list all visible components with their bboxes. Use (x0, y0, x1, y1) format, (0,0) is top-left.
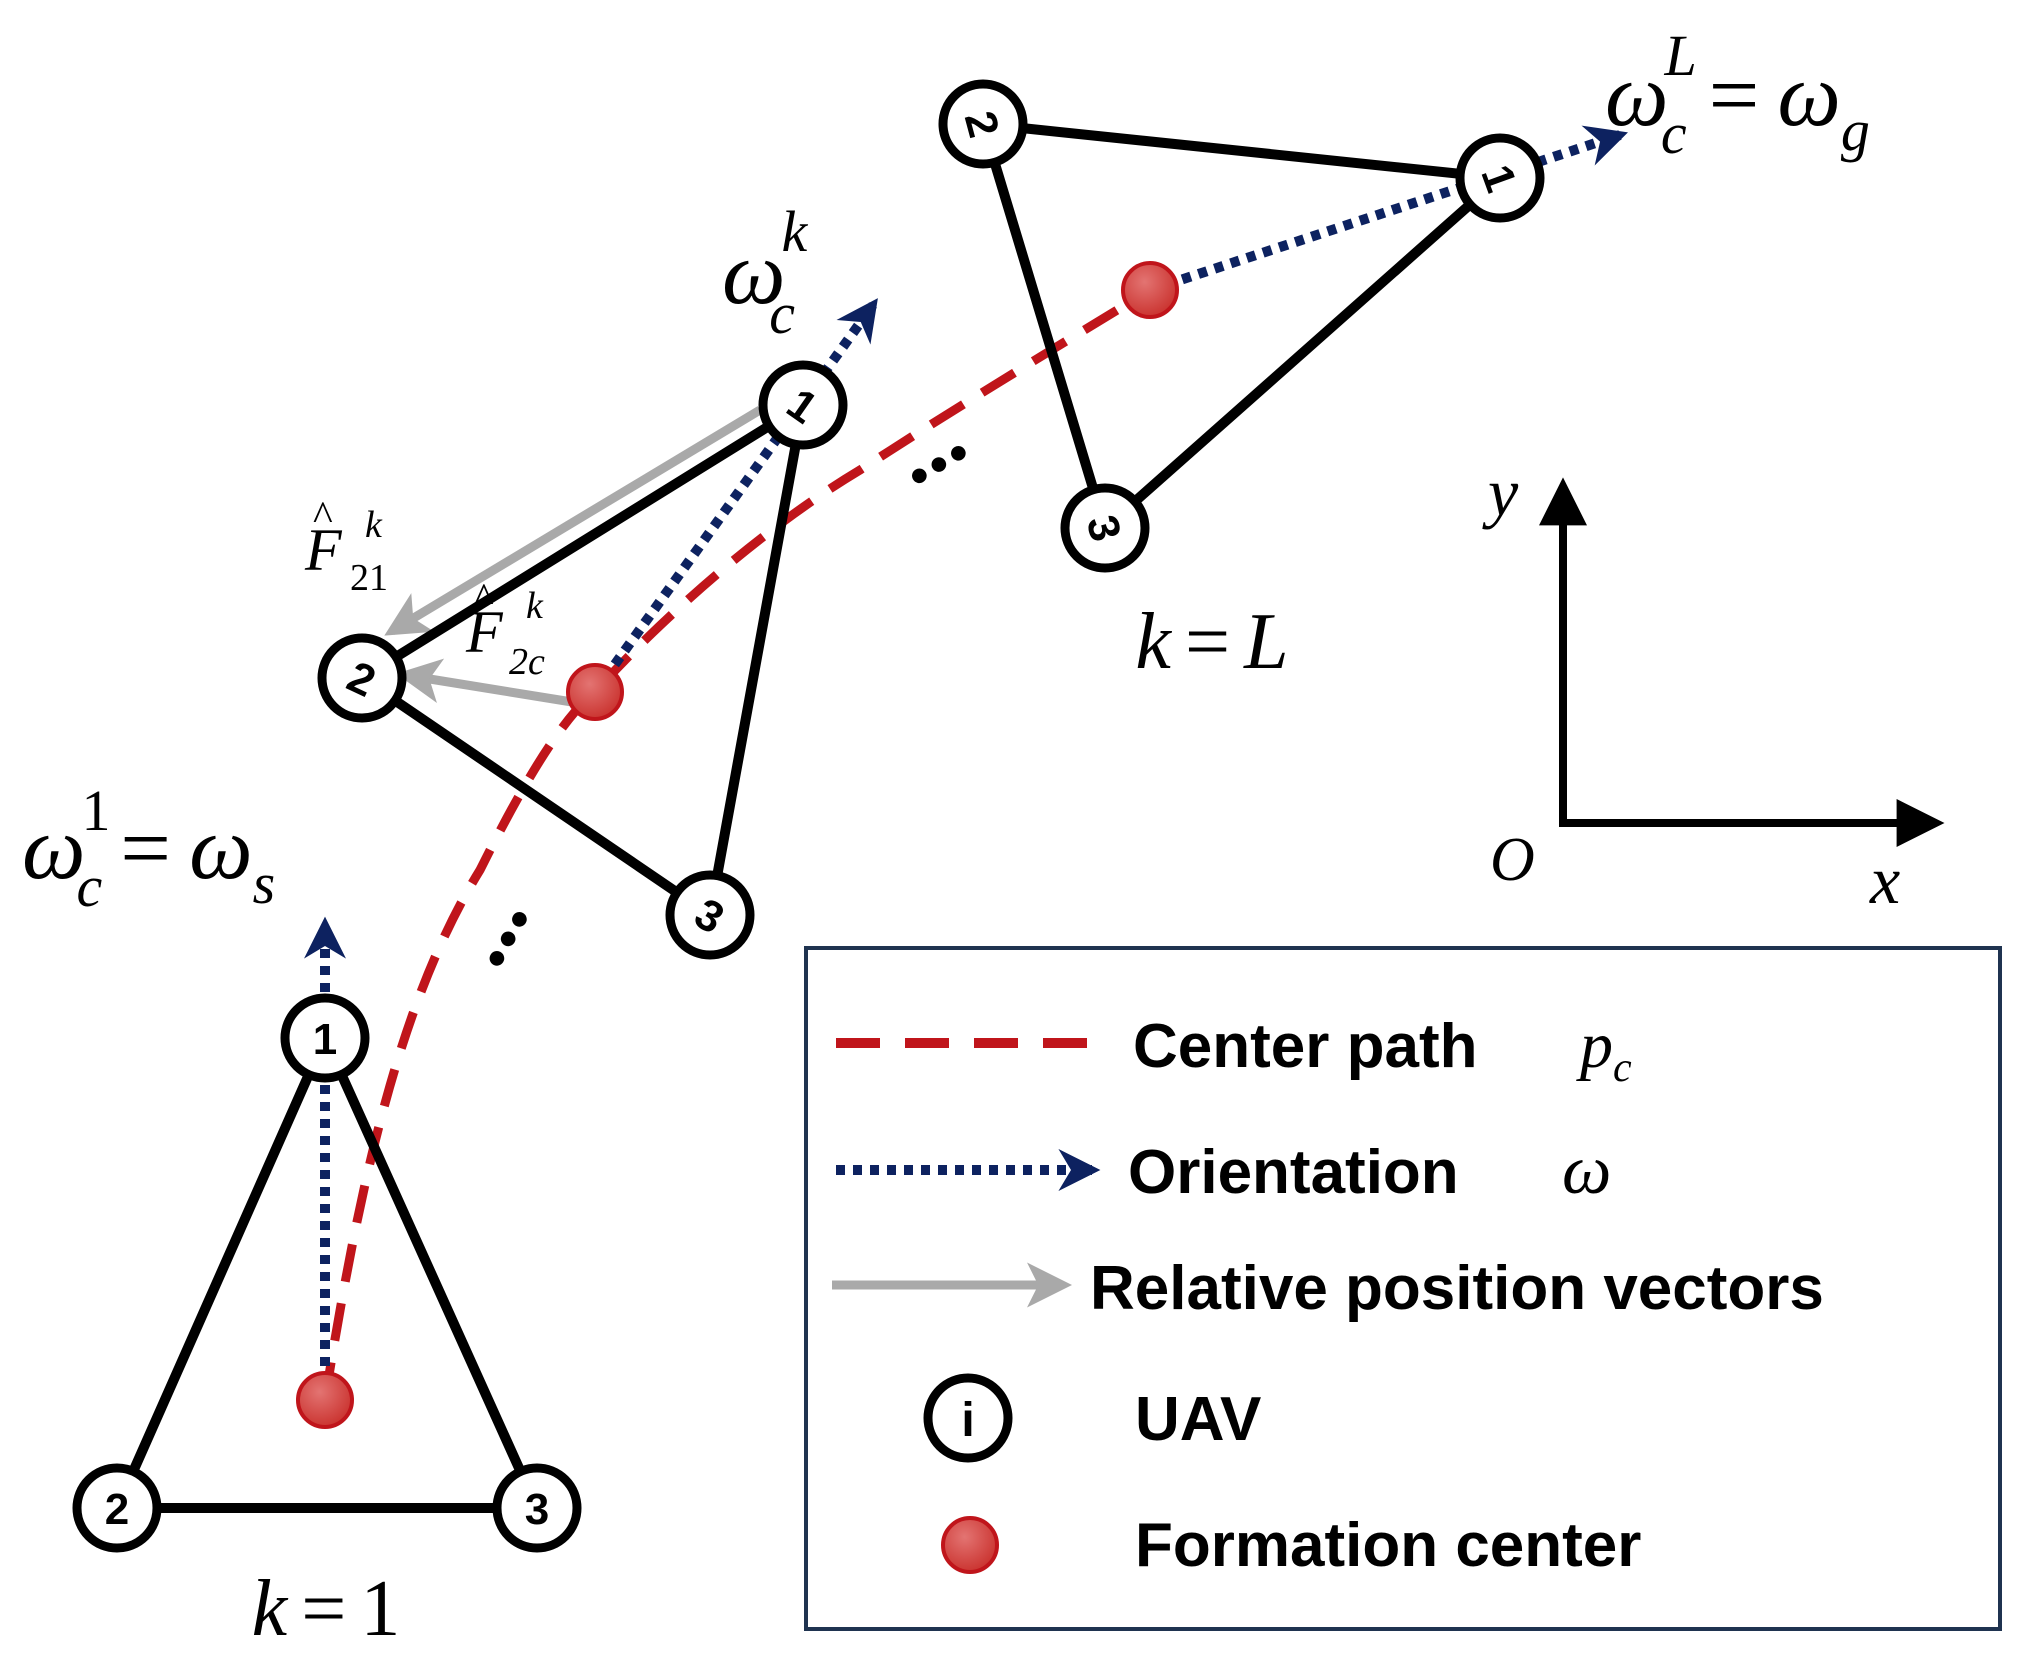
orientation-arrow-k (590, 298, 878, 695)
uav-kL-1: 1 (1455, 133, 1545, 223)
legend-formation-center-symbol (941, 1516, 999, 1574)
legend-orientation-symbol: ω (1562, 1132, 1611, 1209)
legend-uav-label: UAV (1135, 1385, 1261, 1454)
legend-formation-center: Formation center (941, 1511, 1641, 1580)
f21-hat: ^ (313, 494, 333, 540)
x-axis-label: x (1869, 842, 1900, 918)
center-path (320, 286, 1153, 1401)
legend-center-path-symbol: pc (1576, 1009, 1632, 1091)
formation-k1-triangle (112, 1033, 542, 1513)
formation-center-k (566, 663, 624, 721)
y-axis-label: y (1482, 454, 1519, 530)
formation-k: 1 2 3 (317, 298, 878, 960)
f2c-sub: 2c (509, 641, 545, 683)
uav-kL-3: 3 (1060, 483, 1150, 573)
formation-center-k1 (296, 1371, 354, 1429)
origin-label: O (1490, 826, 1535, 894)
relative-vector-f2c (396, 658, 573, 707)
formation-kL-triangle (978, 119, 1505, 533)
f2c-hat: ^ (474, 576, 494, 622)
uav-number: 2 (105, 1485, 129, 1534)
f21-sub: 21 (350, 557, 388, 599)
legend: Center path pc Orientation ω Relative po… (804, 946, 2002, 1631)
formation-k1: 1 2 3 k=1 (72, 916, 582, 1653)
legend-center-path-label: Center path (1133, 1012, 1477, 1081)
formation-k-triangle (357, 400, 808, 920)
legend-orientation-label: Orientation (1128, 1138, 1459, 1207)
legend-uav: i UAV (923, 1373, 1261, 1463)
legend-formation-center-label: Formation center (1135, 1511, 1641, 1580)
f2c-sup: k (526, 585, 544, 627)
f21-sup: k (365, 504, 383, 546)
legend-uav-symbol (923, 1373, 1013, 1463)
formation-k1-label: k=1 (252, 1565, 401, 1653)
uav-k1-1: 1 (280, 993, 370, 1083)
f21-label: F ^ k 21 (304, 494, 388, 599)
f2c-letter: F (465, 599, 504, 665)
uav-kL-2: 2 (938, 79, 1028, 169)
formation-center-kL (1121, 261, 1179, 319)
relative-vector-f21 (384, 406, 763, 636)
formation-kL: 1 2 3 k=L (938, 79, 1628, 686)
f21-letter: F (304, 517, 343, 583)
legend-relative-label: Relative position vectors (1090, 1254, 1824, 1323)
uav-number: 3 (525, 1485, 549, 1534)
uav-k1-3: 3 (492, 1463, 582, 1553)
f2c-label: F ^ k 2c (465, 576, 545, 683)
uav-k-1: 1 (758, 360, 848, 450)
uav-number: 1 (313, 1015, 337, 1064)
uav-k-3: 3 (665, 870, 755, 960)
legend-uav-symbol-letter: i (961, 1394, 974, 1447)
uav-k1-2: 2 (72, 1463, 162, 1553)
ellipsis-upper: ... (873, 384, 981, 503)
orientation-arrow-kL (1148, 125, 1628, 295)
coordinate-axes: y x O (1482, 454, 1945, 918)
legend-center-path: Center path pc (836, 1009, 1632, 1091)
uav-k-2: 2 (317, 633, 407, 723)
ellipsis-lower: ... (428, 873, 547, 981)
formation-kL-label: k=L (1135, 598, 1288, 686)
legend-orientation: Orientation ω (836, 1132, 1611, 1209)
legend-relative: Relative position vectors (832, 1254, 1824, 1323)
